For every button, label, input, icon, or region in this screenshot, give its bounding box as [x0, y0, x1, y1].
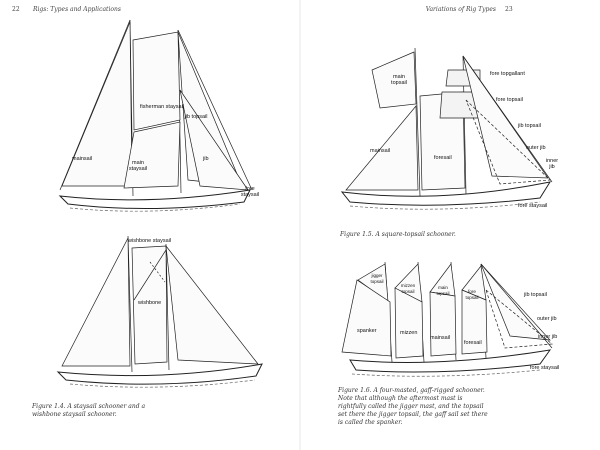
label-foresail: foresail: [434, 155, 452, 161]
label-mainsail-1-5: mainsail: [370, 148, 391, 154]
label-main-topsail: main topsail: [391, 74, 407, 86]
label-jib-topsail-1-5: jib topsail: [518, 123, 541, 129]
schooner-figure-1-4: [56, 235, 263, 388]
label-jib-topsail-1-6: jib topsail: [524, 292, 547, 298]
label-inner-jib: inner jib: [545, 158, 559, 170]
label-mizzen-topsail: mizzen topsail: [400, 283, 416, 294]
schooner-figure-1-6: [341, 261, 553, 377]
label-fisherman-staysail: fisherman staysail: [140, 104, 185, 110]
label-jigger-topsail: jigger topsail: [370, 273, 384, 284]
left-page-number: 22: [12, 6, 20, 13]
right-running-title: Variations of Rig Types: [425, 6, 496, 13]
label-fore-staysail-1-5: fore staysail: [518, 203, 548, 209]
label-main-staysail: main staysail: [128, 160, 148, 172]
label-fore-staysail-1-6: fore staysail: [530, 365, 560, 371]
label-main-topsail-1-6: main topsail: [436, 285, 450, 296]
label-fore-topsail-1-6: fore topsail: [465, 289, 479, 300]
label-mizzen: mizzen: [400, 330, 418, 336]
label-jib: jib: [203, 156, 209, 162]
schooner-figure-1-5: [340, 47, 553, 210]
figure-1-6-caption: Figure 1.6. A four-masted, gaff-rigged s…: [338, 387, 488, 426]
schooner-figure-1: [58, 19, 253, 212]
label-jib-topsail: jib topsail: [184, 114, 208, 120]
label-foresail-1-6: foresail: [464, 340, 482, 346]
gutter: [299, 0, 301, 450]
label-fore-topgallant: fore topgallant: [490, 71, 525, 77]
figure-1-4-caption: Figure 1.4. A staysail schooner and a wi…: [32, 403, 146, 418]
figure-1-5-caption: Figure 1.5. A square-topsail schooner.: [340, 231, 456, 238]
right-page-number: 23: [505, 6, 513, 13]
label-wishbone: wishbone: [138, 300, 162, 306]
label-inner-jib-1-6: inner jib: [538, 334, 558, 340]
label-mainsail: mainsail: [72, 156, 93, 162]
label-wishbone-staysail: wishbone staysail: [128, 238, 172, 244]
label-fore-staysail: fore staysail: [240, 186, 260, 198]
label-spanker: spanker: [357, 328, 377, 334]
label-outer-jib-1-6: outer jib: [537, 316, 557, 322]
left-running-title: Rigs: Types and Applications: [33, 6, 121, 13]
label-fore-topsail: fore topsail: [496, 97, 523, 103]
label-mainsail-1-6: mainsail: [430, 335, 451, 341]
label-outer-jib: outer jib: [526, 145, 546, 151]
